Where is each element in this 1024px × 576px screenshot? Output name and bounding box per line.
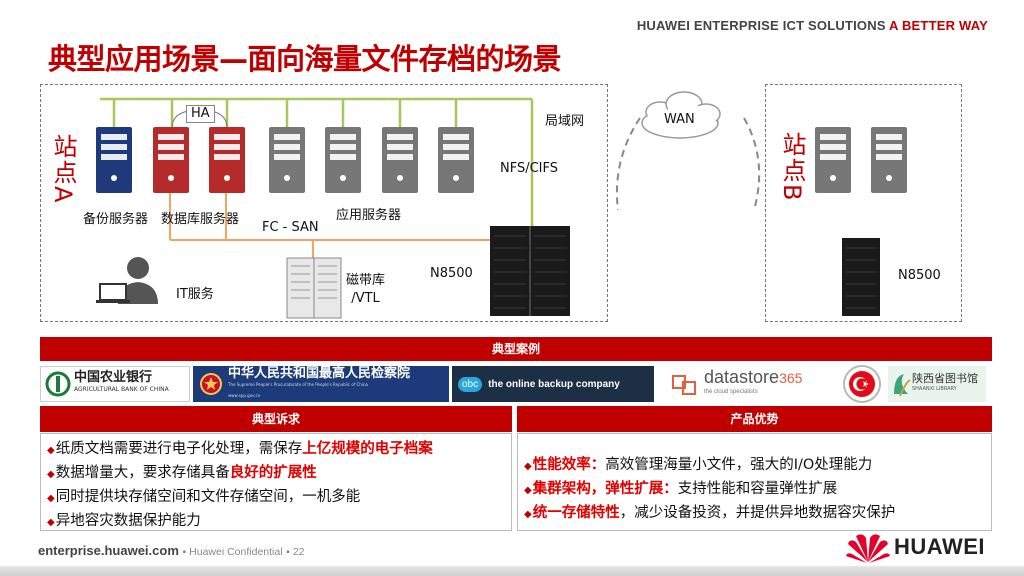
datastore-mark-icon <box>672 375 696 395</box>
spp-emblem-icon <box>200 373 222 395</box>
site-b-frame <box>765 84 962 322</box>
requirements-panel: ◆纸质文档需要进行电子化处理，需保存上亿规模的电子档案 ◆数据增量大，要求存储具… <box>40 433 512 531</box>
requirement-item: ◆异地容灾数据保护能力 <box>47 513 201 529</box>
n8500-a-label: N8500 <box>430 266 473 281</box>
lan-label: 局域网 <box>545 114 585 129</box>
nfs-cifs-label: NFS/CIFS <box>500 161 559 176</box>
bottom-rule <box>0 566 1024 576</box>
n8500-b-label: N8500 <box>898 268 941 283</box>
app-server-icon-3 <box>382 127 418 193</box>
app-server-icon-2 <box>325 127 361 193</box>
site-b-server-icon-1 <box>815 127 851 193</box>
fc-san-label: FC - SAN <box>262 220 319 235</box>
backup-server-label: 备份服务器 <box>83 212 149 227</box>
wan-label: WAN <box>664 112 695 127</box>
abc-emblem-icon <box>45 371 71 397</box>
db-server-icon-1 <box>153 127 189 193</box>
app-server-icon-4 <box>438 127 474 193</box>
requirements-title-bar: 典型诉求 <box>40 406 512 432</box>
it-service-label: IT服务 <box>176 287 214 302</box>
huawei-flower-icon <box>846 534 890 563</box>
advantages-title-bar: 产品优势 <box>517 406 992 432</box>
library-mark-icon <box>894 374 911 397</box>
db-server-label: 数据库服务器 <box>161 212 240 227</box>
header-tagline: HUAWEI ENTERPRISE ICT SOLUTIONS A BETTER… <box>636 18 988 33</box>
advantage-item: ◆统一存储特性，减少设备投资，并提供异地数据容灾保护 <box>524 505 896 521</box>
ha-label: HA <box>186 105 215 123</box>
advantage-item: ◆性能效率：高效管理海量小文件，强大的I/O处理能力 <box>524 457 873 473</box>
app-server-icon-1 <box>269 127 305 193</box>
advantage-item: ◆集群架构，弹性扩展：支持性能和容量弹性扩展 <box>524 481 838 497</box>
wan-cloud-icon <box>641 91 721 139</box>
logo-abc: 中国农业银行 AGRICULTURAL BANK OF CHINA <box>40 366 190 402</box>
logo-obc: obc the online backup company <box>452 366 654 402</box>
db-server-icon-2 <box>209 127 245 193</box>
advantages-panel: ◆性能效率：高效管理海量小文件，强大的I/O处理能力 ◆集群架构，弹性扩展：支持… <box>517 433 992 531</box>
n8500-storage-icon-b <box>842 238 880 316</box>
logo-spp: 中华人民共和国最高人民检察院 The Supreme People's Proc… <box>193 366 449 402</box>
page-title: 典型应用场景—面向海量文件存档的场景 <box>48 42 562 76</box>
network-lines <box>96 91 907 319</box>
site-b-server-icon-2 <box>871 127 907 193</box>
it-person-icon <box>96 257 158 304</box>
tape-library-icon <box>286 257 342 319</box>
app-server-label: 应用服务器 <box>336 208 402 223</box>
logo-datastore365: datastore365 the cloud specialists <box>666 366 836 402</box>
site-a-label: 站点A <box>49 134 77 205</box>
logo-shaanxi-library: 陕西省图书馆 SHAANXI LIBRARY <box>888 366 986 402</box>
requirement-item: ◆纸质文档需要进行电子化处理，需保存上亿规模的电子档案 <box>47 441 433 457</box>
footer-info: enterprise.huawei.com ▪ Huawei Confident… <box>38 543 305 558</box>
backup-server-icon <box>96 127 132 193</box>
n8500-storage-icon-a <box>490 226 570 316</box>
logo-turkey <box>840 364 884 404</box>
requirement-item: ◆数据增量大，要求存储具备良好的扩展性 <box>47 465 317 481</box>
tape-library-label: 磁带库 /VTL <box>346 273 386 306</box>
site-b-label: 站点B <box>778 132 806 203</box>
cases-title-bar: 典型案例 <box>40 337 992 361</box>
huawei-logo: HUAWEI <box>846 530 985 564</box>
turkey-flag-emblem-icon <box>843 365 881 403</box>
site-a-frame <box>40 84 608 322</box>
requirement-item: ◆同时提供块存储空间和文件存储空间，一机多能 <box>47 489 361 505</box>
